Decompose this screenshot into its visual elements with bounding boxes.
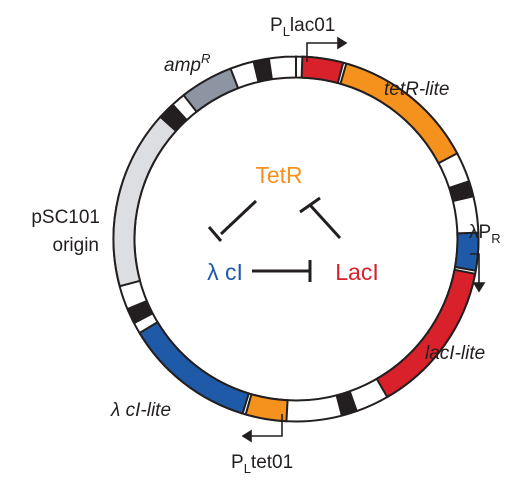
terminator-block xyxy=(126,299,154,325)
terminator-block xyxy=(335,390,358,417)
tetr-represses-ci-line xyxy=(219,199,258,236)
lacI-lite-gene xyxy=(375,268,477,399)
promoter-arrows xyxy=(241,36,486,443)
laci-represses-tetr-line xyxy=(308,203,342,240)
ampR-gene xyxy=(182,67,240,114)
plasmid-labels: PLlac01 tetR-lite λPR lacI-lite λ cI-lit… xyxy=(31,15,500,476)
terminator-block xyxy=(160,103,188,131)
plasmid-ring xyxy=(112,55,480,423)
ptet01-arrow xyxy=(246,414,283,437)
plac01-arrowhead xyxy=(337,36,348,50)
ptet01-label: PLtet01 xyxy=(231,452,293,476)
lambda-pr-label: λPR xyxy=(469,222,501,246)
terminators xyxy=(126,57,475,417)
tetr-protein-label: TetR xyxy=(255,162,302,188)
psc101-label-line1: pSC101 xyxy=(31,207,100,228)
laci-protein-label: LacI xyxy=(335,259,378,285)
laci-lite-label: lacI-lite xyxy=(425,343,485,364)
plac01-promoter xyxy=(300,55,345,85)
tetR-lite-gene xyxy=(339,62,459,165)
plac01-arrow xyxy=(306,42,343,62)
lambda-ci-protein-label: λ cI xyxy=(207,259,243,285)
ampr-label: ampR xyxy=(164,51,210,76)
tetr-lite-label: tetR-lite xyxy=(384,79,449,100)
psc101-label-line2: origin xyxy=(53,235,99,256)
terminator-block xyxy=(448,180,475,203)
terminator-block xyxy=(252,57,273,83)
lambda-pr-arrow xyxy=(470,253,480,287)
lambda-pr-arrowhead xyxy=(472,282,486,293)
repression-network: TetR λ cI LacI xyxy=(207,162,379,285)
plac01-label: PLlac01 xyxy=(270,15,335,39)
ptet01-arrowhead xyxy=(241,429,252,443)
psc101-origin xyxy=(112,115,178,288)
tetr-represses-ci-bar xyxy=(207,226,223,242)
lambda-pr-promoter xyxy=(453,231,480,272)
lambda-ci-lite-gene xyxy=(138,320,251,415)
laci-represses-tetr-bar xyxy=(299,196,321,214)
ptet01-promoter xyxy=(244,393,289,423)
lambda-ci-lite-label: λ cI-lite xyxy=(110,400,171,421)
